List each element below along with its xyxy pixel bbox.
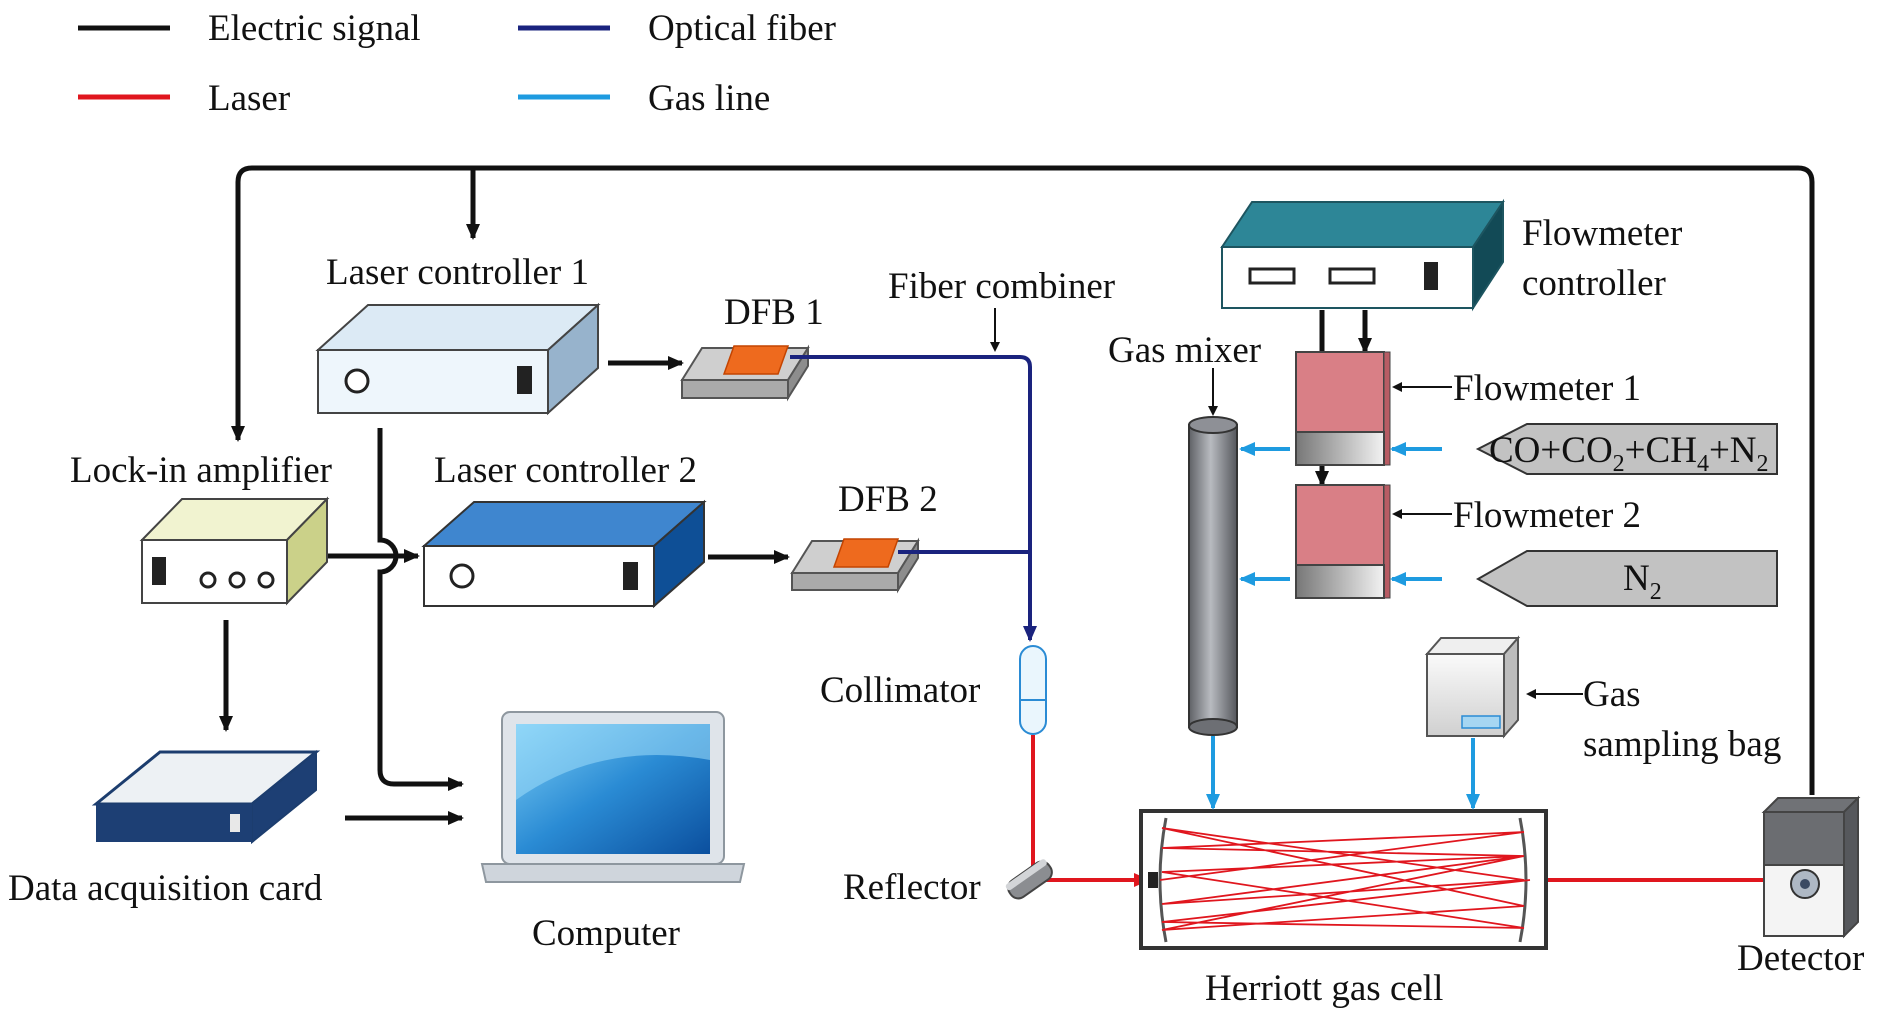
lock-in-amplifier: [139, 496, 330, 606]
laser-controller-2-label: Laser controller 2: [434, 450, 697, 491]
herriott-gas-cell: [1139, 809, 1548, 950]
gas-sampling-bag-label-line1: Gas: [1583, 674, 1641, 715]
reflector: [1005, 859, 1053, 900]
laser-controller-1: [315, 302, 601, 416]
flowmeter-controller: [1220, 198, 1505, 312]
gas-mixer-label: Gas mixer: [1108, 330, 1261, 371]
data-acquisition-card: [91, 749, 321, 845]
gas-cylinder-n2: N2: [1475, 550, 1778, 607]
laser-controller-2: [421, 499, 707, 609]
gas-sampling-bag: [1424, 635, 1521, 739]
legend-gas-line-label: Gas line: [648, 78, 770, 119]
gas-cylinder-mix: CO+CO2+CH4+N2: [1475, 423, 1778, 477]
herriott-gas-cell-label: Herriott gas cell: [1205, 968, 1443, 1009]
reflector-label: Reflector: [843, 867, 981, 908]
flowmeter-1-label: Flowmeter 1: [1453, 368, 1641, 409]
collimator-label: Collimator: [820, 670, 980, 711]
dfb-2: [790, 537, 920, 594]
data-acquisition-card-label: Data acquisition card: [8, 868, 323, 909]
laser-beam: [1031, 735, 1800, 887]
flowmeter-1: [1295, 351, 1391, 466]
dfb-1: [680, 344, 810, 402]
flowmeter-controller-label-line2: controller: [1522, 263, 1666, 304]
computer-icon: [480, 711, 746, 883]
legend: Electric signal Optical fiber Laser Gas …: [78, 8, 836, 119]
optical-fibers: [790, 355, 1037, 642]
lock-in-amplifier-label: Lock-in amplifier: [70, 450, 332, 491]
computer-label: Computer: [532, 913, 680, 954]
laser-controller-1-label: Laser controller 1: [326, 252, 589, 293]
gas-sampling-bag-label-line2: sampling bag: [1583, 724, 1781, 765]
gas-lines: [1206, 442, 1480, 810]
legend-optical-fiber-label: Optical fiber: [648, 8, 836, 49]
gas-cylinder-n2-label: N2: [1623, 558, 1662, 605]
dfb-1-fiber: [790, 355, 1037, 642]
legend-laser-label: Laser: [208, 78, 290, 119]
fiber-combiner-label: Fiber combiner: [888, 266, 1115, 307]
collimator: [1019, 645, 1047, 735]
flowmeter-controller-label-line1: Flowmeter: [1522, 213, 1682, 254]
dfb-1-label: DFB 1: [724, 292, 824, 333]
gas-mixer: [1188, 416, 1238, 736]
dfb-2-label: DFB 2: [838, 479, 938, 520]
flowmeter-2: [1295, 484, 1391, 599]
detector-label: Detector: [1737, 938, 1864, 979]
detector: [1761, 795, 1861, 939]
legend-electric-signal-label: Electric signal: [208, 8, 421, 49]
flowmeter-2-label: Flowmeter 2: [1453, 495, 1641, 536]
gas-cylinder-mix-label: CO+CO2+CH4+N2: [1489, 430, 1769, 477]
laser-controller-1-to-computer-wire: [377, 428, 464, 791]
detector-to-lockin-wire: [231, 165, 1815, 795]
